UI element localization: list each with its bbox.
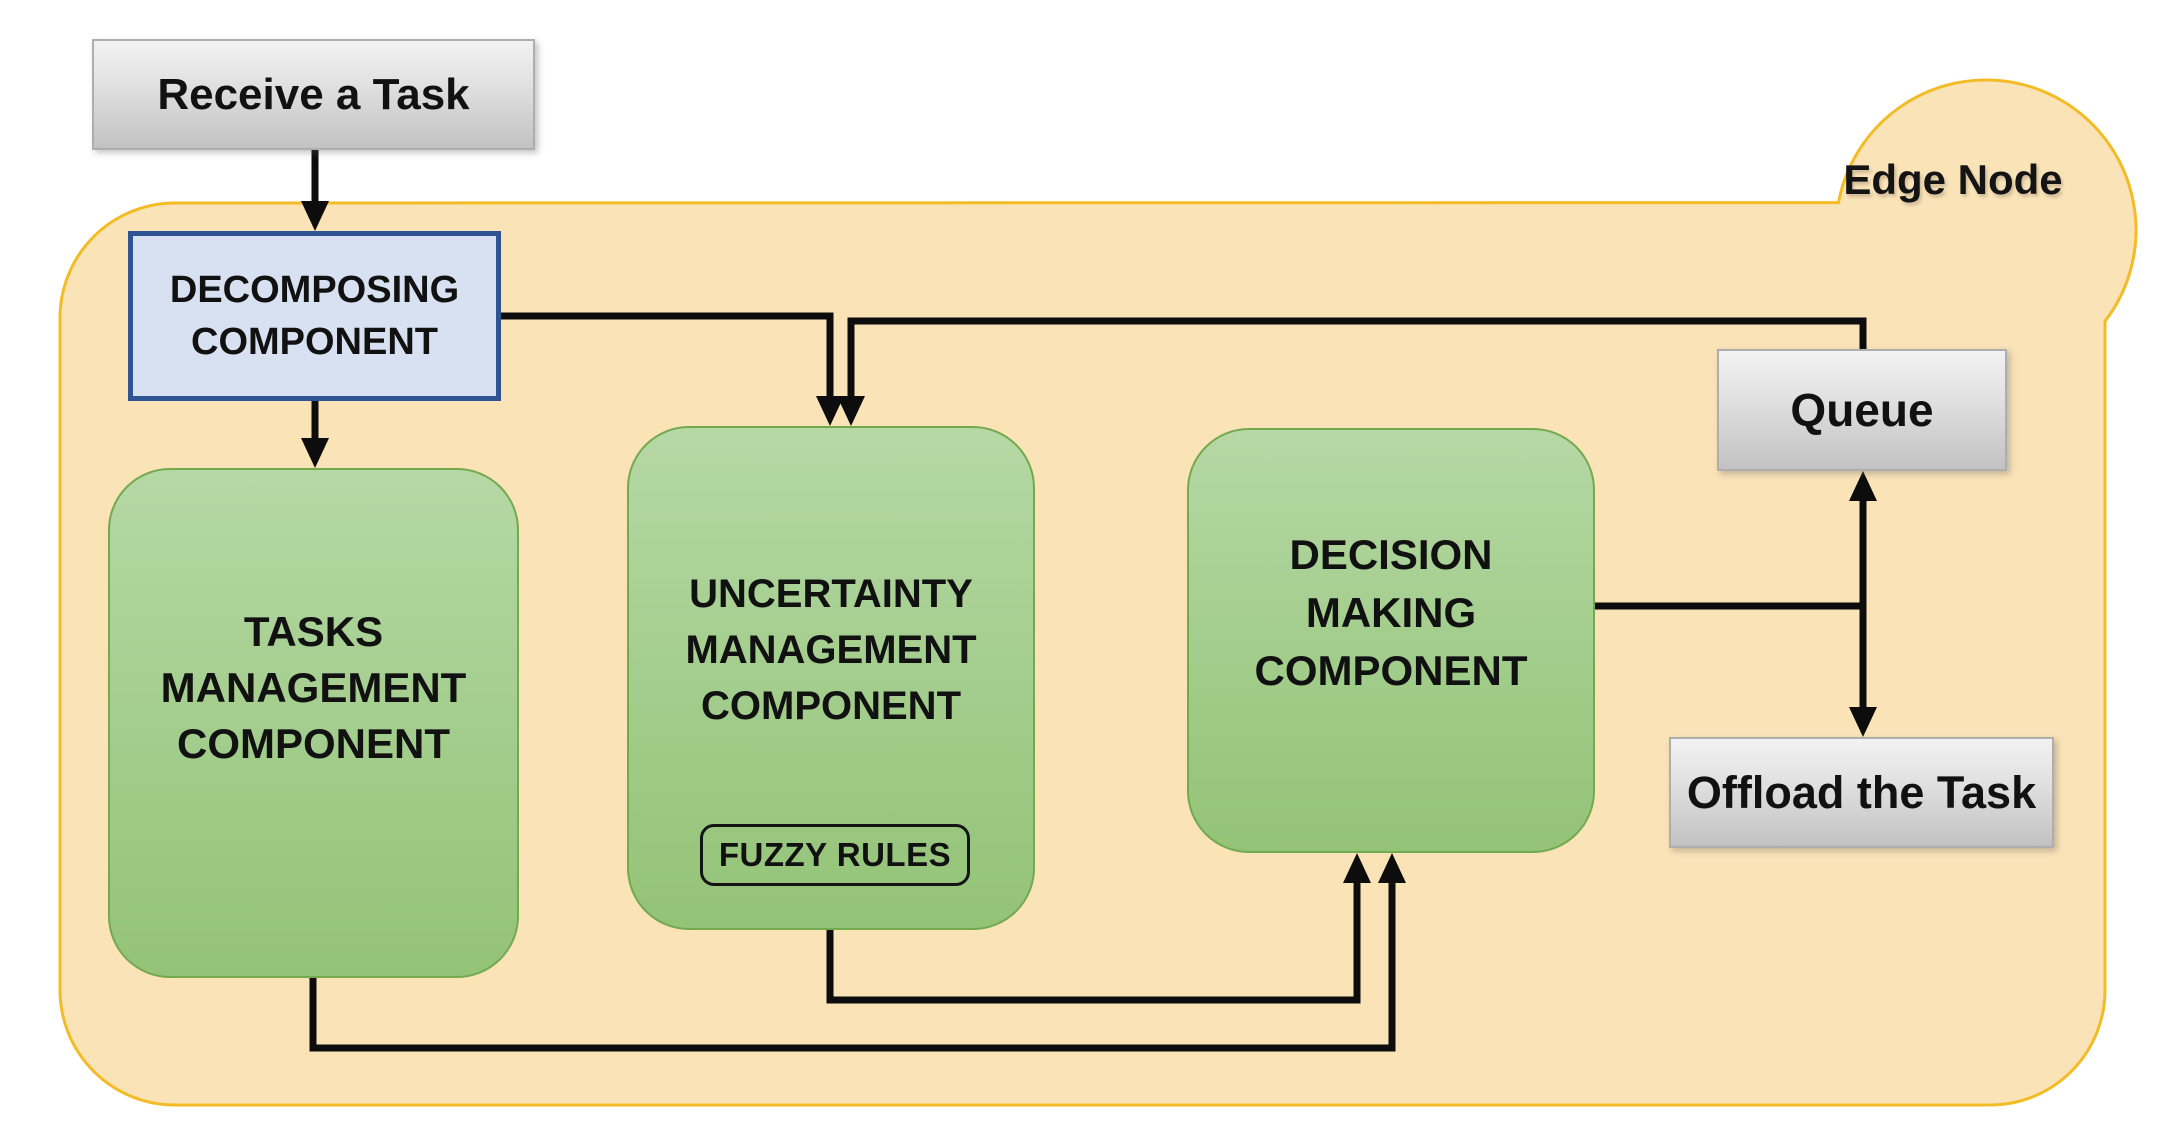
- arrowhead-decomposing-to-uncertainty: [816, 396, 844, 426]
- receive-task-label: Receive a Task: [157, 69, 470, 119]
- node-offload-the-task: Offload the Task: [1669, 737, 2054, 848]
- arrow-decomposing-to-uncertainty: [501, 312, 834, 396]
- decision-line-3: COMPONENT: [1254, 646, 1528, 694]
- edge-node-label: Edge Node: [1843, 156, 2063, 203]
- tasks-line-3: COMPONENT: [177, 720, 450, 767]
- arrowhead-receive-to-decomposing: [301, 201, 329, 231]
- uncertainty-line-2: MANAGEMENT: [685, 628, 977, 672]
- node-receive-task: Receive a Task: [92, 39, 535, 150]
- tasks-line-2: MANAGEMENT: [160, 664, 467, 711]
- decision-line-2: MAKING: [1305, 588, 1477, 636]
- decision-line-1: DECISION: [1289, 530, 1493, 578]
- fuzzy-rules-label: FUZZY RULES: [718, 836, 952, 873]
- offload-label: Offload the Task: [1686, 766, 2037, 818]
- decomposing-line-2: COMPONENT: [191, 321, 438, 363]
- node-uncertainty-management-component: UNCERTAINTY MANAGEMENT COMPONENT FUZZY R…: [627, 426, 1035, 930]
- arrow-queue-to-uncertainty: [847, 317, 1867, 396]
- queue-label: Queue: [1790, 384, 1934, 436]
- edge-node-outline: [58, 78, 2138, 1107]
- uncertainty-line-3: COMPONENT: [701, 684, 961, 728]
- node-decision-making-component: DECISION MAKING COMPONENT: [1187, 428, 1595, 853]
- uncertainty-line-1: UNCERTAINTY: [689, 572, 973, 616]
- arrow-tasks-to-decision: [309, 883, 1396, 1052]
- arrowhead-uncertainty-to-decision: [1343, 853, 1371, 883]
- node-tasks-management-component: TASKS MANAGEMENT COMPONENT: [108, 468, 519, 978]
- fuzzy-rules-badge: FUZZY RULES: [700, 824, 970, 886]
- arrow-uncertainty-to-decision: [826, 883, 1361, 1004]
- arrowhead-tasks-to-decision: [1378, 853, 1406, 883]
- arrowhead-queue-to-uncertainty: [837, 396, 865, 426]
- node-queue: Queue: [1717, 349, 2007, 471]
- arrowhead-decomposing-to-tasks: [301, 438, 329, 468]
- uncertainty-title: UNCERTAINTY MANAGEMENT COMPONENT: [629, 566, 1033, 734]
- node-decomposing-component: DECOMPOSING COMPONENT: [128, 231, 501, 401]
- arrowhead-to-queue: [1849, 471, 1877, 501]
- arrowhead-to-offload: [1849, 707, 1877, 737]
- tasks-line-1: TASKS: [243, 608, 384, 655]
- decomposing-line-1: DECOMPOSING: [169, 269, 460, 311]
